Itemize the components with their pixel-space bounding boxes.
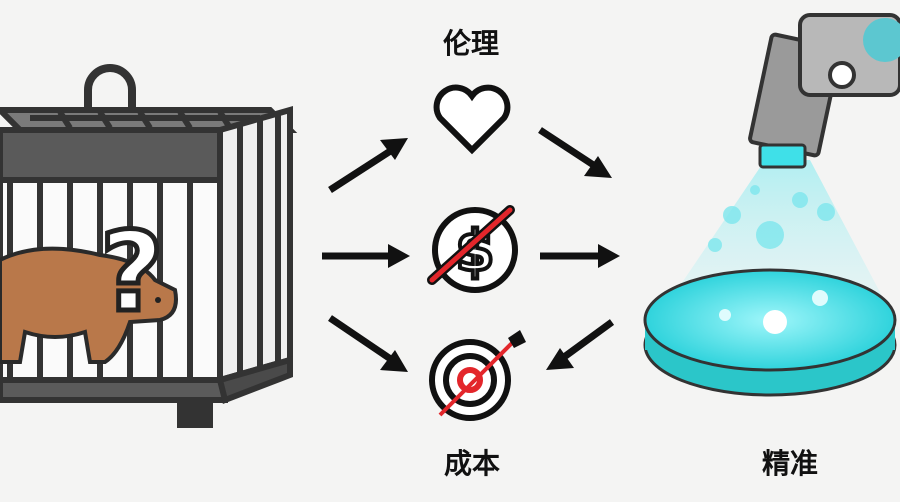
target-icon: [429, 330, 526, 421]
arrows: [322, 127, 620, 372]
no-dollar-icon: $: [427, 205, 518, 293]
label-cost: 成本: [443, 447, 501, 480]
bear-icon: [0, 246, 178, 364]
label-precision: 精准: [761, 447, 819, 480]
question-mark-icon: ?: [100, 208, 164, 336]
petri-dish-icon: [643, 268, 897, 397]
label-ethics: 伦理: [442, 27, 500, 60]
heart-icon: [433, 84, 511, 155]
